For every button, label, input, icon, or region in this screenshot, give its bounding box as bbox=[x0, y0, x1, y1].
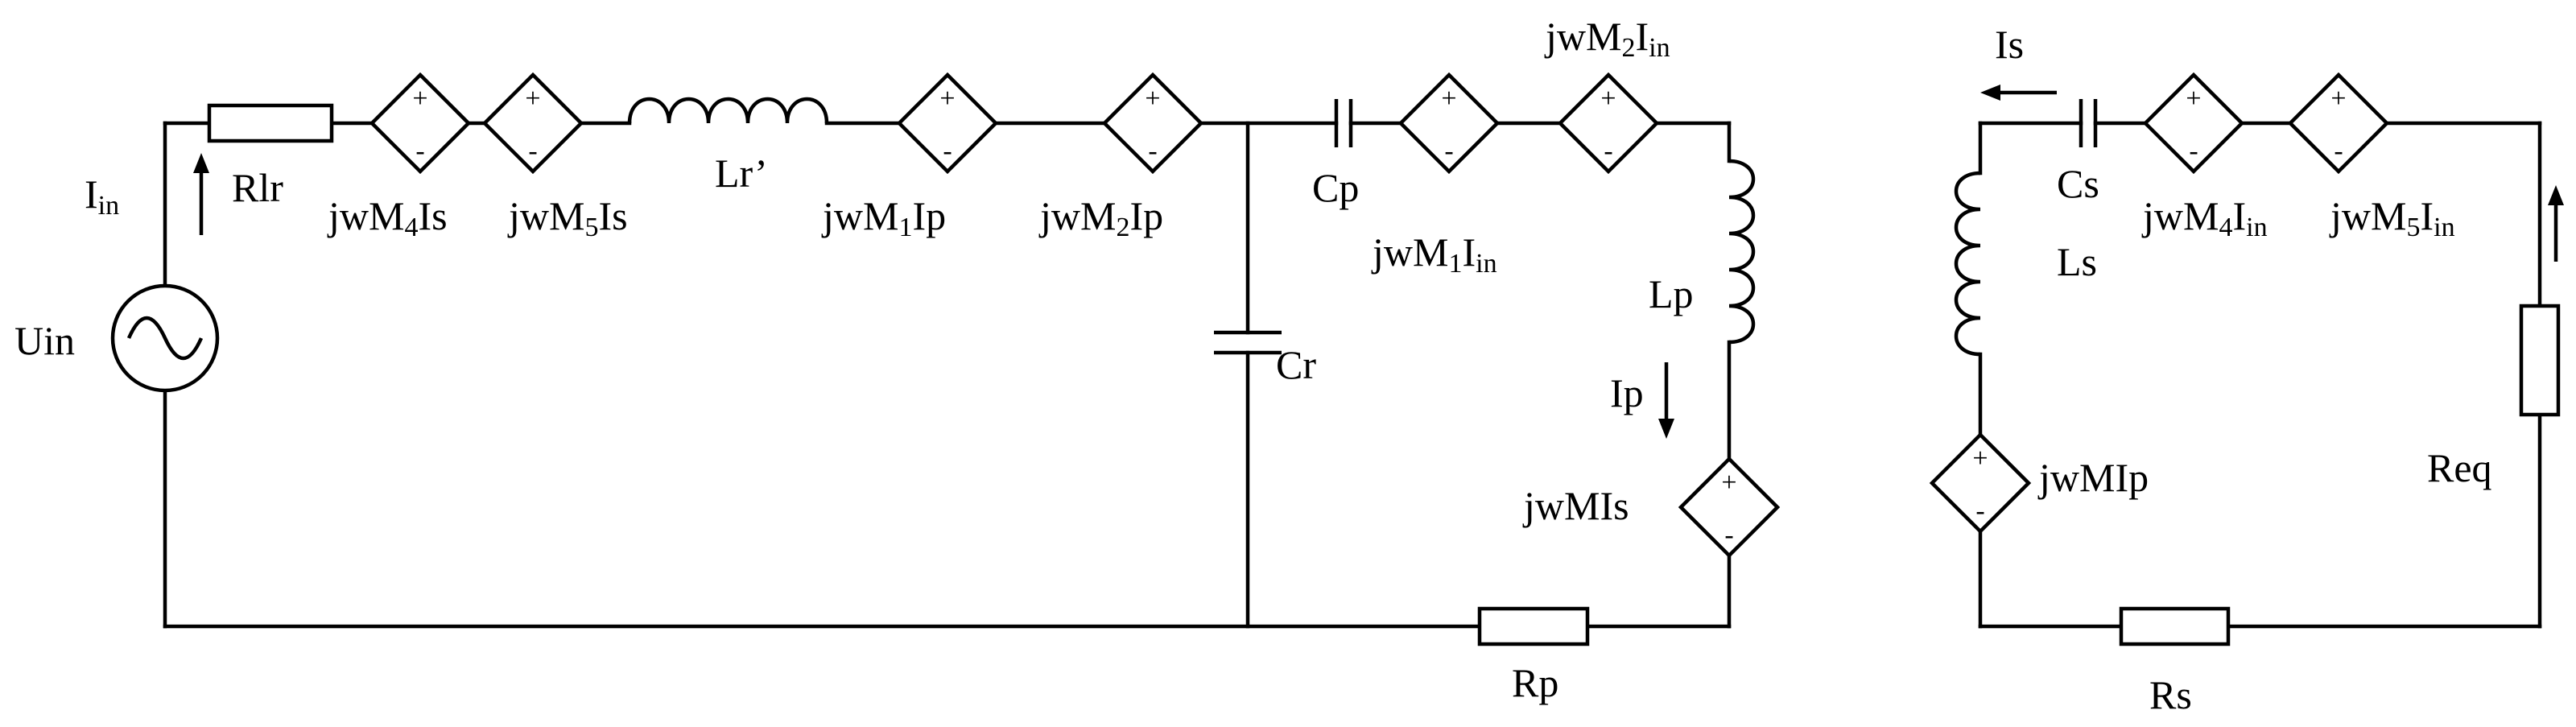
inductor-lr bbox=[627, 97, 829, 124]
ac-source-uin bbox=[110, 283, 220, 393]
dep-source-label-m4: jwM4Is bbox=[327, 193, 448, 242]
inductor-label-lp: Lp bbox=[1649, 271, 1694, 316]
dependent-source-m5 bbox=[485, 75, 581, 171]
inductor-label-ls: Ls bbox=[2057, 239, 2097, 284]
capacitor-cs bbox=[2079, 99, 2098, 147]
resistor-label-rlr: Rlr bbox=[232, 165, 283, 210]
dep-source-label-m5-iin: jwM5Iin bbox=[2329, 193, 2455, 242]
dependent-source-m1 bbox=[899, 75, 996, 171]
source-label-uin: Uin bbox=[14, 318, 75, 363]
dep-source-label-m4-iin: jwM4Iin bbox=[2141, 193, 2268, 242]
capacitor-label-cr: Cr bbox=[1276, 342, 1316, 387]
current-label-ip: Ip bbox=[1610, 370, 1644, 415]
dep-source-label-m-ip: jwMIp bbox=[2037, 455, 2149, 500]
capacitor-cr bbox=[1214, 330, 1282, 355]
current-arrow-secondary bbox=[2548, 185, 2564, 262]
dependent-source-m-ip bbox=[1932, 435, 2029, 531]
dep-source-label-m-is: jwMIs bbox=[1522, 483, 1629, 528]
current-arrow-iin bbox=[193, 153, 209, 235]
current-arrow-ip bbox=[1658, 362, 1674, 439]
primary-circuit: Uin Iin Rlr jwM4Is jwM5Is Lr’ jwM1Ip jwM… bbox=[14, 14, 1777, 705]
secondary-circuit: Is Cs jwM4Iin jwM5Iin Ls jwMIp Req Rs bbox=[1932, 22, 2564, 717]
resistor-rp bbox=[1477, 606, 1590, 646]
inductor-lp bbox=[1728, 159, 1756, 345]
dep-source-label-m5: jwM5Is bbox=[507, 193, 628, 242]
dependent-source-m2 bbox=[1104, 75, 1201, 171]
capacitor-cp bbox=[1334, 99, 1353, 147]
current-label-is: Is bbox=[1995, 22, 2024, 67]
dependent-source-m4-iin bbox=[2145, 75, 2242, 171]
inductor-ls bbox=[1954, 171, 1981, 357]
resistor-rlr bbox=[207, 103, 334, 143]
dep-source-label-m1-iin: jwM1Iin bbox=[1371, 229, 1497, 279]
inductor-label-lr: Lr’ bbox=[715, 151, 768, 196]
current-arrow-is bbox=[1980, 85, 2057, 101]
resistor-label-rp: Rp bbox=[1512, 660, 1558, 705]
resistor-req bbox=[2519, 304, 2561, 417]
current-label-iin: Iin bbox=[85, 171, 119, 221]
dependent-source-m4 bbox=[372, 75, 469, 171]
resistor-label-rs: Rs bbox=[2149, 672, 2192, 717]
dep-source-label-m1: jwM1Ip bbox=[821, 193, 946, 242]
dependent-source-m-is bbox=[1681, 459, 1777, 556]
capacitor-label-cs: Cs bbox=[2057, 161, 2099, 206]
dependent-source-m5-iin bbox=[2290, 75, 2387, 171]
capacitor-label-cp: Cp bbox=[1312, 165, 1359, 210]
dependent-source-m1-iin bbox=[1401, 75, 1497, 171]
secondary-wires bbox=[1978, 121, 2542, 629]
dep-source-label-m2: jwM2Ip bbox=[1038, 193, 1163, 242]
resistor-label-req: Req bbox=[2427, 445, 2492, 490]
dep-source-label-m2-iin: jwM2Iin bbox=[1544, 14, 1670, 63]
resistor-rs bbox=[2119, 606, 2231, 646]
primary-wires bbox=[163, 121, 1732, 629]
dependent-source-m2-iin bbox=[1560, 75, 1657, 171]
